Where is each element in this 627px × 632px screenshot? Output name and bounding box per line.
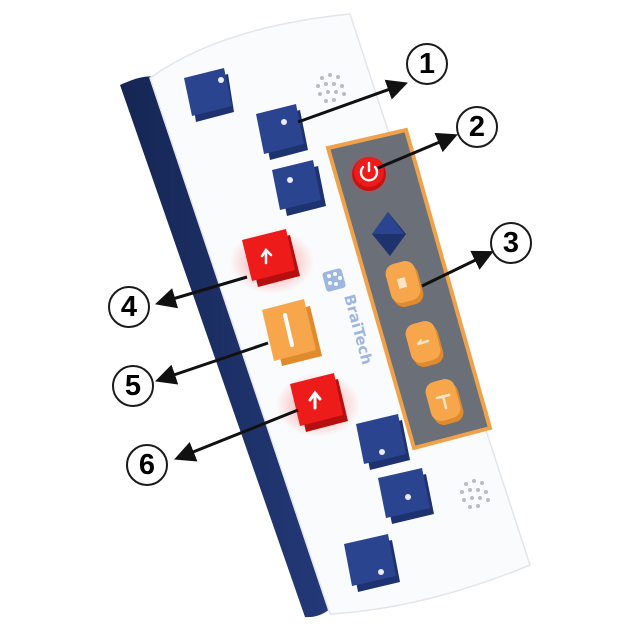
callout-5: 5 [112,365,154,407]
navy-key-bottom-1[interactable] [356,414,410,470]
device-side [120,76,337,618]
callout-1: 1 [406,43,448,85]
arrow-6 [174,408,299,462]
space-bar[interactable] [262,299,322,366]
red-key-lower[interactable] [276,373,360,437]
arrow-1 [297,79,408,124]
brand-logo [322,268,346,292]
arrow-4 [154,275,248,309]
navy-key-bottom-3[interactable] [344,534,400,592]
callout-6: 6 [126,444,168,486]
callout-4: 4 [108,286,150,328]
navy-key-left-mid[interactable] [272,160,326,216]
device-body [149,13,531,615]
navy-key-1[interactable] [256,104,308,160]
callout-arrows [154,79,494,462]
navy-key-top-left[interactable] [184,68,234,122]
orange-key-3[interactable] [423,377,465,427]
power-button[interactable] [346,151,392,197]
arrow-2 [377,132,458,170]
bottom-speaker-grille [460,479,490,509]
orange-key-2[interactable] [403,319,445,369]
top-speaker-grille [316,73,346,103]
red-key-upper[interactable] [230,229,314,294]
navy-key-bottom-2[interactable] [378,468,434,524]
navigation-diamond[interactable] [372,212,406,256]
callout-3: 3 [490,222,532,264]
callout-2: 2 [456,106,498,148]
orange-key-1[interactable] [383,259,425,309]
arrow-5 [155,341,269,385]
arrow-3 [421,250,494,288]
